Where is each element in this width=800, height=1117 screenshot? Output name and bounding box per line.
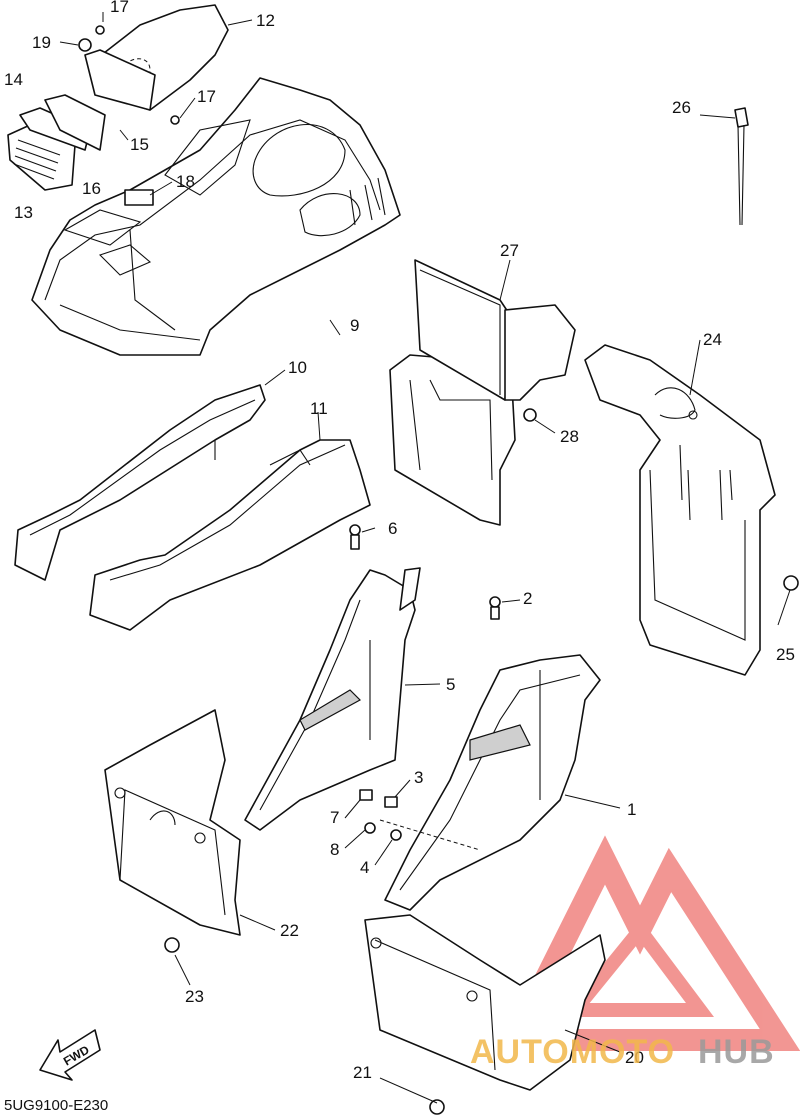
top-cover-12 bbox=[84, 4, 229, 111]
label-part-21: 21 bbox=[353, 1063, 372, 1082]
cable-tie-26 bbox=[734, 107, 749, 226]
sponge-16 bbox=[44, 94, 106, 151]
label-part-14: 14 bbox=[4, 70, 23, 89]
label-part-7: 7 bbox=[330, 808, 339, 827]
label-part-16: 16 bbox=[82, 179, 101, 198]
label-part-12: 12 bbox=[256, 11, 275, 30]
label-part-6: 6 bbox=[388, 519, 397, 538]
label-part-15: 15 bbox=[130, 135, 149, 154]
label-part-3: 3 bbox=[414, 768, 423, 787]
watermark-text-b: HUB bbox=[698, 1033, 775, 1071]
fwd-arrow-icon: FWD bbox=[39, 1029, 101, 1081]
panel-11 bbox=[89, 439, 371, 631]
side-cover-1 bbox=[379, 654, 601, 911]
watermark-text: AUTOMOTO HUB bbox=[470, 1033, 775, 1071]
label-part-22: 22 bbox=[280, 921, 299, 940]
part-labels: 1 2 3 4 5 6 7 8 9 10 11 12 13 14 15 16 1… bbox=[4, 0, 795, 1082]
diagram-code: 5UG9100-E230 bbox=[4, 1097, 108, 1114]
label-part-4: 4 bbox=[360, 858, 369, 877]
bracket-22 bbox=[104, 709, 241, 936]
label-part-18: 18 bbox=[176, 172, 195, 191]
label-part-23: 23 bbox=[185, 987, 204, 1006]
label-part-2: 2 bbox=[523, 589, 532, 608]
fasteners bbox=[78, 25, 799, 1115]
label-part-17-top: 17 bbox=[110, 0, 129, 16]
label-part-5: 5 bbox=[446, 675, 455, 694]
label-part-27: 27 bbox=[500, 241, 519, 260]
watermark-logo bbox=[497, 835, 800, 1051]
label-part-24: 24 bbox=[703, 330, 722, 349]
grille-13 bbox=[7, 124, 76, 191]
label-part-25: 25 bbox=[776, 645, 795, 664]
label-part-19: 19 bbox=[32, 33, 51, 52]
label-part-13: 13 bbox=[14, 203, 33, 222]
label-part-11: 11 bbox=[310, 399, 328, 418]
leader-lines bbox=[59, 12, 791, 1104]
panel-10 bbox=[14, 384, 266, 581]
label-part-26: 26 bbox=[672, 98, 691, 117]
label-part-20: 20 bbox=[625, 1048, 644, 1067]
watermark-text-a: AUTOMOTO bbox=[470, 1033, 675, 1071]
label-part-28: 28 bbox=[560, 427, 579, 446]
label-part-1: 1 bbox=[627, 800, 636, 819]
bracket-27 bbox=[389, 259, 576, 526]
main-body-cover bbox=[31, 77, 401, 356]
panel-24 bbox=[584, 344, 776, 676]
label-part-9: 9 bbox=[350, 316, 359, 335]
label-part-10: 10 bbox=[288, 358, 307, 377]
label-part-8: 8 bbox=[330, 840, 339, 859]
label-part-17-mid: 17 bbox=[197, 87, 216, 106]
panel-20 bbox=[364, 914, 606, 1091]
side-cover-5 bbox=[244, 567, 421, 831]
